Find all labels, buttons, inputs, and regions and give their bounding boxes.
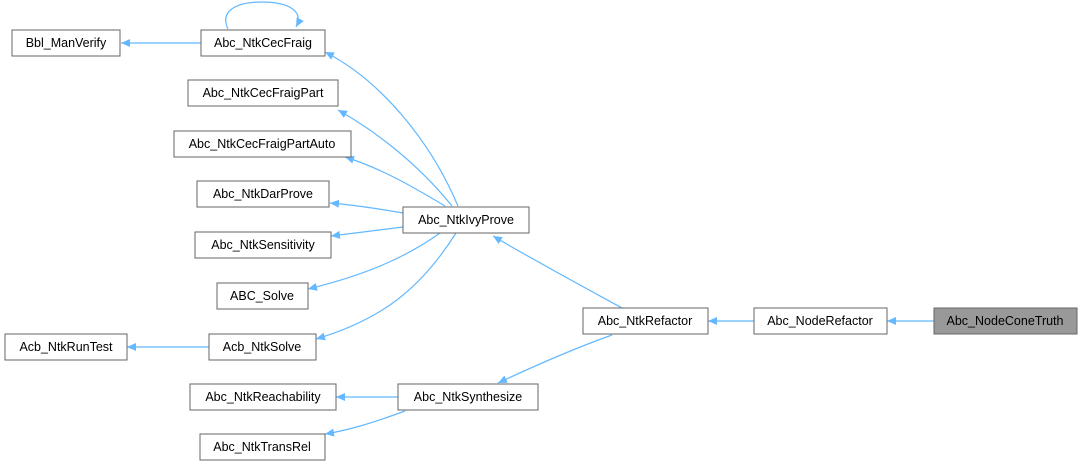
node-label: Abc_NodeConeTruth: [947, 314, 1064, 328]
node-acb-ntkruntest[interactable]: Acb_NtkRunTest: [4, 333, 128, 361]
node-label: Abc_NodeRefactor: [767, 314, 873, 328]
edge-ivyprove-to-acbsolve: [315, 232, 457, 341]
node-label: Acb_NtkSolve: [223, 340, 302, 354]
node-label: Abc_NtkSensitivity: [211, 238, 315, 252]
node-abc-ntktransrel[interactable]: Abc_NtkTransRel: [199, 433, 326, 461]
node-label: Abc_NtkRefactor: [598, 314, 692, 328]
node-abc-ntkdarprove[interactable]: Abc_NtkDarProve: [196, 180, 330, 208]
edge-ivyprove-to-darprove: [329, 199, 404, 214]
edge-ivyprove-to-sensitivity: [330, 226, 404, 239]
node-abc-nodeconetruth[interactable]: Abc_NodeConeTruth: [933, 307, 1078, 335]
edges: [121, 1, 934, 437]
node-label: Abc_NtkIvyProve: [418, 213, 514, 227]
node-label: Abc_NtkSynthesize: [414, 390, 522, 404]
edge-ivyprove-to-fraig: [324, 51, 459, 207]
node-label: Abc_NtkTransRel: [213, 440, 311, 454]
edge-fraig-self: [225, 1, 304, 30]
node-acb-ntksolve[interactable]: Acb_NtkSolve: [208, 333, 317, 361]
node-bbl-manverify[interactable]: Bbl_ManVerify: [11, 29, 121, 57]
edge-ivyprove-to-fraigpartauto: [344, 155, 446, 207]
node-abc-ntkreachability[interactable]: Abc_NtkReachability: [189, 383, 337, 411]
edge-refactor-to-synthesize: [497, 334, 613, 384]
edge-synthesize-to-transrel: [324, 410, 406, 437]
node-abc-ntksynthesize[interactable]: Abc_NtkSynthesize: [397, 383, 539, 411]
edge-ivyprove-to-fraigpart: [337, 109, 453, 207]
node-label: Abc_NtkCecFraigPart: [203, 86, 324, 100]
node-abc-solve[interactable]: ABC_Solve: [216, 282, 309, 310]
node-label: Abc_NtkDarProve: [213, 187, 313, 201]
node-abc-ntkivyprove[interactable]: Abc_NtkIvyProve: [402, 206, 530, 234]
node-abc-ntkcecfraigpartauto[interactable]: Abc_NtkCecFraigPartAuto: [173, 130, 352, 158]
node-label: Abc_NtkCecFraigPartAuto: [189, 137, 336, 151]
node-label: Acb_NtkRunTest: [19, 340, 113, 354]
node-label: Abc_NtkCecFraig: [214, 36, 312, 50]
node-abc-ntksensitivity[interactable]: Abc_NtkSensitivity: [194, 231, 332, 259]
edge-ivyprove-to-abcsolve: [307, 232, 441, 291]
node-label: Bbl_ManVerify: [26, 36, 107, 50]
node-abc-ntkrefactor[interactable]: Abc_NtkRefactor: [582, 307, 709, 335]
node-label: Abc_NtkReachability: [205, 390, 321, 404]
node-abc-ntkcecfraigpart[interactable]: Abc_NtkCecFraigPart: [187, 79, 339, 107]
node-abc-noderefactor[interactable]: Abc_NodeRefactor: [753, 307, 888, 335]
edge-refactor-to-ivyprove: [492, 235, 623, 309]
node-abc-ntkcecfraig[interactable]: Abc_NtkCecFraig: [200, 29, 326, 57]
node-label: ABC_Solve: [230, 289, 294, 303]
